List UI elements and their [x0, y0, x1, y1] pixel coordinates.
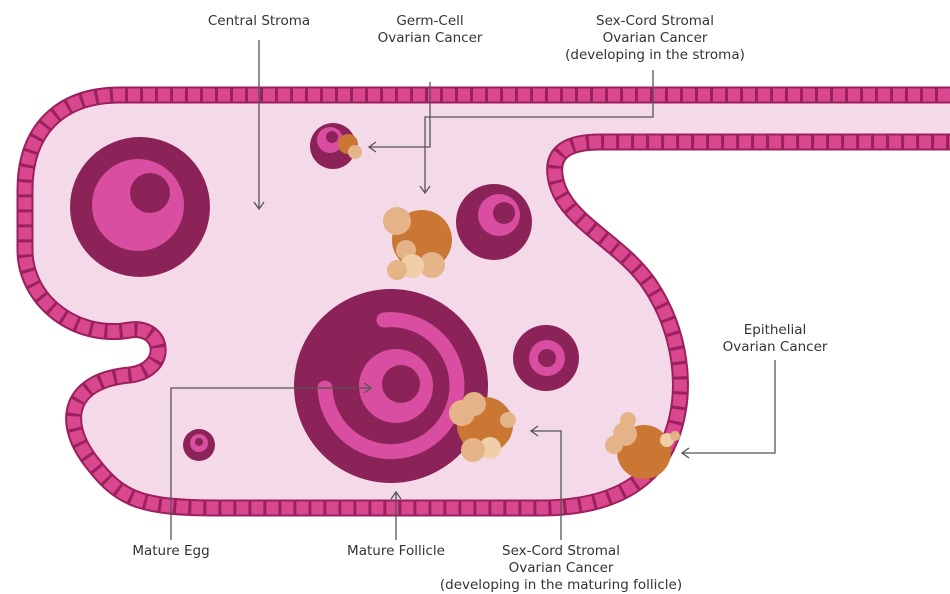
- stromal-tumor-cluster: [383, 207, 452, 280]
- label-sex-cord-follicle: Sex-Cord Stromal Ovarian Cancer (develop…: [421, 543, 701, 594]
- label-sex-cord-stroma: Sex-Cord Stromal Ovarian Cancer (develop…: [555, 13, 755, 64]
- large-follicle: [70, 137, 210, 277]
- label-mature-egg: Mature Egg: [111, 543, 231, 560]
- follicle-small: [183, 429, 215, 461]
- label-germ-cell: Germ-Cell Ovarian Cancer: [365, 13, 495, 47]
- follicle-right: [513, 325, 579, 391]
- label-epithelial: Epithelial Ovarian Cancer: [710, 322, 840, 356]
- follicle-center: [456, 184, 532, 260]
- label-central-stroma: Central Stroma: [199, 13, 319, 30]
